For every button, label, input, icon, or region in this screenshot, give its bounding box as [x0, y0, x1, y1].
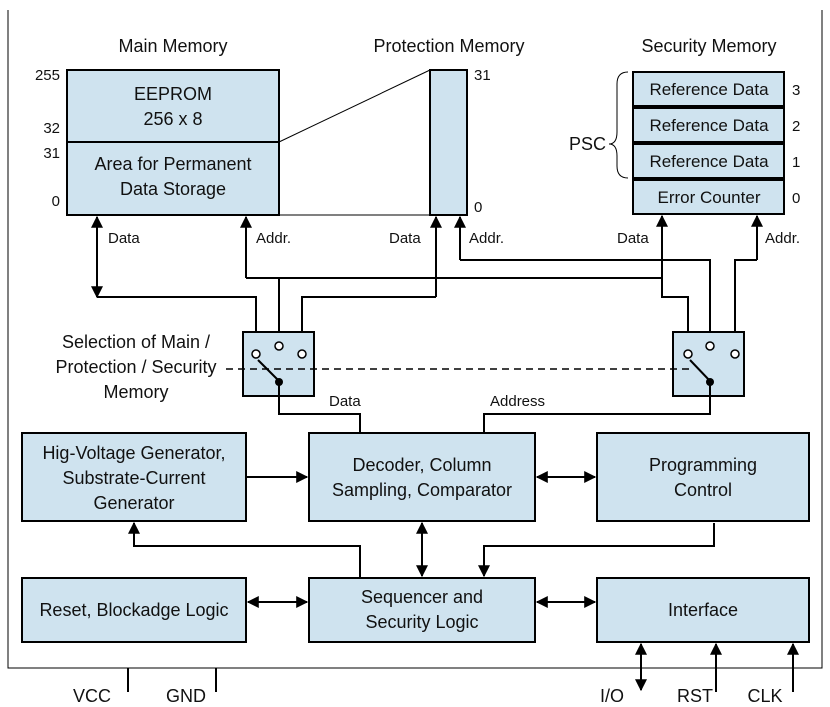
security-data-label: Data [617, 230, 649, 247]
programming-control-block [596, 432, 810, 522]
data-bus-label: Data [329, 393, 361, 410]
psc-brace [608, 71, 629, 179]
rst-pin-label: RST [677, 686, 713, 706]
security-row-index: 0 [792, 190, 800, 207]
main-memory-title: Main Memory [118, 36, 227, 56]
sec-data-route [661, 278, 689, 345]
main-addr-label: Addr. [256, 230, 291, 247]
sequencer-block [308, 577, 536, 643]
protection-map-line-top [278, 69, 431, 143]
switch-pivot [706, 378, 714, 386]
vcc-pin-label: VCC [73, 686, 111, 706]
protection-addr-31: 31 [474, 67, 491, 84]
security-memory-row-0 [632, 179, 785, 215]
switch-pivot [275, 378, 283, 386]
hv-generator-block [21, 432, 247, 522]
switch-lever [257, 359, 280, 382]
clk-pin-label: CLK [747, 686, 782, 706]
security-memory-row-3 [632, 71, 785, 107]
switch-contact [730, 349, 740, 359]
selection-label: Selection of Main / [62, 332, 210, 352]
prot-data-route [301, 296, 436, 345]
switch-contact [297, 349, 307, 359]
security-addr-label: Addr. [765, 230, 800, 247]
decoder-label-2: Sampling, Comparator [332, 480, 512, 500]
security-row-label: Reference Data [649, 116, 769, 135]
protection-addr-label: Addr. [469, 230, 504, 247]
security-row-label: Reference Data [649, 152, 769, 171]
main-addr-31: 31 [43, 145, 60, 162]
eeprom-label: EEPROM [134, 84, 212, 104]
security-memory-row-2 [632, 107, 785, 143]
main-addr-32: 32 [43, 120, 60, 137]
programming-control-label-2: Control [674, 480, 732, 500]
address-bus-line [483, 384, 711, 433]
decoder-block [308, 432, 536, 522]
sequencer-to-hv-path [128, 521, 361, 578]
security-row-label: Error Counter [658, 188, 761, 207]
reset-logic-block [21, 577, 247, 643]
protection-addr-0: 0 [474, 199, 482, 216]
switch-lever [689, 359, 711, 382]
decoder-label: Decoder, Column [352, 455, 491, 475]
interface-block [596, 577, 810, 643]
security-row-index: 2 [792, 118, 800, 135]
eeprom-size-label: 256 x 8 [143, 109, 202, 129]
protection-memory-block [429, 69, 468, 216]
hv-generator-label-3: Generator [93, 493, 174, 513]
programming-to-sequencer-path [478, 523, 715, 578]
switch-contact [683, 349, 693, 359]
permanent-area-label: Area for Permanent [94, 154, 251, 174]
sequencer-label-2: Security Logic [365, 612, 478, 632]
permanent-area-label-2: Data Storage [120, 179, 226, 199]
hv-generator-label: Hig-Voltage Generator, [42, 443, 225, 463]
sequencer-label: Sequencer and [361, 587, 483, 607]
programming-control-label: Programming [649, 455, 757, 475]
sec-addr-route [734, 259, 757, 345]
security-memory-title: Security Memory [641, 36, 776, 56]
address-bus-label: Address [490, 393, 545, 410]
main-addr-255: 255 [35, 67, 60, 84]
data-bus-line [278, 384, 361, 433]
protection-data-label: Data [389, 230, 421, 247]
data-route-left [97, 296, 257, 345]
security-row-index: 1 [792, 154, 800, 171]
security-row-index: 3 [792, 82, 800, 99]
psc-label: PSC [569, 134, 606, 154]
gnd-pin-label: GND [166, 686, 206, 706]
chip-outline [7, 10, 823, 669]
switch-contact [251, 349, 261, 359]
security-memory-row-1 [632, 143, 785, 179]
protection-memory-title: Protection Memory [373, 36, 524, 56]
security-row-label: Reference Data [649, 80, 769, 99]
switch-contact [705, 341, 715, 351]
selection-label-3: Memory [103, 382, 168, 402]
main-data-label: Data [108, 230, 140, 247]
addr-route-right [460, 259, 711, 345]
main-addr-0: 0 [52, 193, 60, 210]
reset-logic-label: Reset, Blockadge Logic [39, 600, 228, 620]
io-pin-label: I/O [600, 686, 624, 706]
switch-contact [274, 341, 284, 351]
interface-label: Interface [668, 600, 738, 620]
hv-generator-label-2: Substrate-Current [62, 468, 205, 488]
selection-label-2: Protection / Security [55, 357, 216, 377]
